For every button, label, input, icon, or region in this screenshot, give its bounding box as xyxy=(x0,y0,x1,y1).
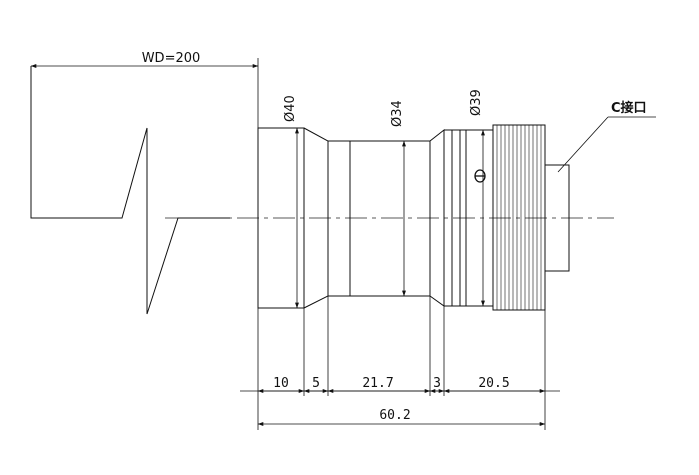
segment-dim-2: 5 xyxy=(312,376,320,391)
front-diameter-label: Ø40 xyxy=(283,95,298,122)
working-distance-break xyxy=(30,66,230,315)
diameter-dimensions xyxy=(295,127,485,309)
mount-label: C接口 xyxy=(611,100,647,116)
segment-dim-3: 21.7 xyxy=(362,376,393,391)
rear-diameter-label: Ø39 xyxy=(469,89,484,116)
segment-dim-5: 20.5 xyxy=(478,376,509,391)
wd-dimension: WD=200 xyxy=(30,51,259,128)
extension-lines xyxy=(257,296,546,430)
focus-mark-icon xyxy=(474,169,486,183)
mount-leader xyxy=(557,116,656,173)
segment-dim-4: 3 xyxy=(433,376,441,391)
segment-dim-1: 10 xyxy=(273,376,289,391)
total-length-label: 60.2 xyxy=(379,408,410,423)
knurled-focus-ring xyxy=(496,125,542,310)
lens-body xyxy=(257,124,570,311)
middle-diameter-label: Ø34 xyxy=(390,100,405,127)
wd-label: WD=200 xyxy=(142,51,201,66)
